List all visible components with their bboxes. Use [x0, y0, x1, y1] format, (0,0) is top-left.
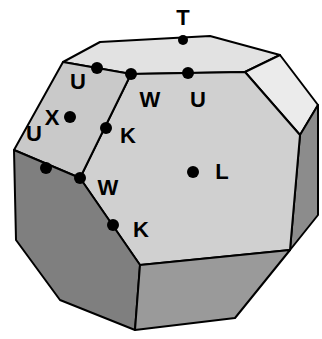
point-label: L [215, 161, 228, 183]
symmetry-point [125, 68, 137, 80]
symmetry-point [107, 219, 119, 231]
point-label: U [26, 123, 42, 145]
symmetry-point [187, 166, 199, 178]
symmetry-point [182, 67, 194, 79]
left-lower-face [14, 150, 140, 330]
point-label: X [45, 107, 60, 129]
point-label: W [140, 89, 161, 111]
point-label: W [98, 177, 119, 199]
top-face [63, 36, 280, 74]
symmetry-point [100, 122, 112, 134]
symmetry-point [40, 162, 52, 174]
bottom-face [135, 250, 290, 330]
point-label: K [133, 219, 149, 241]
point-label: K [120, 125, 136, 147]
point-label: U [70, 71, 86, 93]
point-label: U [190, 89, 206, 111]
point-label: T [176, 7, 189, 29]
symmetry-point [74, 172, 86, 184]
symmetry-point [178, 35, 188, 45]
symmetry-point [64, 111, 76, 123]
symmetry-point [91, 62, 103, 74]
